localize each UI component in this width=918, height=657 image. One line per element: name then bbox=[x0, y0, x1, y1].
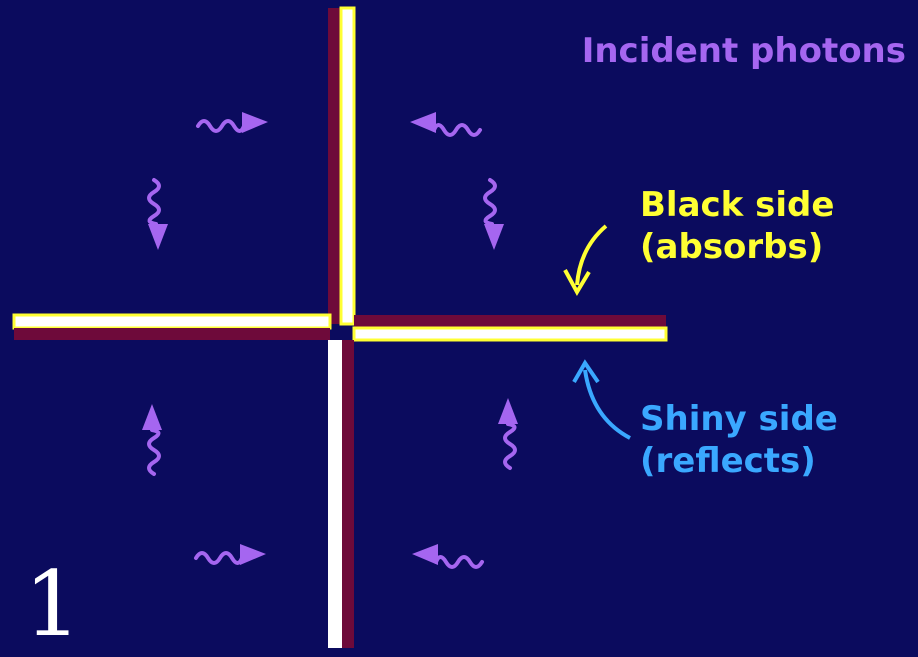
photon-lower-left-up-arrowhead bbox=[142, 404, 162, 430]
photon-upper-left-down-arrowhead bbox=[148, 224, 168, 250]
incident-photons-label: Incident photons bbox=[582, 30, 906, 72]
black-side-line1: Black side bbox=[640, 185, 835, 225]
photon-top-left-right-arrowhead bbox=[242, 112, 268, 133]
photon-bottom-right-left bbox=[412, 544, 484, 569]
photon-upper-right-down bbox=[483, 178, 504, 250]
photon-lower-right-up-arrowhead bbox=[498, 398, 518, 424]
shiny-side-line1: Shiny side bbox=[640, 399, 838, 439]
photon-top-left-right bbox=[196, 112, 268, 133]
photon-top-right-left-arrowhead bbox=[410, 112, 436, 133]
photon-upper-left-down bbox=[147, 178, 168, 250]
black-side-label: Black side (absorbs) bbox=[640, 184, 834, 268]
photon-lower-left-up bbox=[142, 404, 162, 476]
vane-left bbox=[12, 313, 332, 340]
photon-upper-right-down-wave bbox=[483, 178, 497, 226]
photon-bottom-right-left-arrowhead bbox=[412, 544, 438, 565]
black-side-arrow bbox=[563, 224, 608, 297]
photon-bottom-right-left-wave bbox=[434, 555, 484, 569]
vane-right bbox=[352, 315, 668, 342]
photon-lower-right-up bbox=[498, 398, 518, 470]
photon-lower-left-up-wave bbox=[147, 428, 161, 476]
vane-top bbox=[328, 6, 356, 326]
photon-top-right-left bbox=[410, 112, 482, 137]
photon-top-left-right-wave bbox=[196, 119, 246, 133]
shiny-side-label: Shiny side (reflects) bbox=[640, 398, 838, 482]
photon-bottom-left-right bbox=[194, 544, 266, 565]
photon-lower-right-up-wave bbox=[503, 422, 517, 470]
vane-bottom bbox=[328, 340, 354, 648]
slide-number: 1 bbox=[24, 552, 82, 657]
photon-bottom-left-right-wave bbox=[194, 551, 244, 565]
black-side-line2: (absorbs) bbox=[640, 227, 824, 267]
incident-photons-text: Incident photons bbox=[581, 31, 906, 71]
photon-bottom-left-right-arrowhead bbox=[240, 544, 266, 565]
photon-layer bbox=[142, 112, 518, 569]
shiny-side-line2: (reflects) bbox=[640, 441, 816, 481]
photon-upper-left-down-wave bbox=[147, 178, 161, 226]
shiny-side-arrow bbox=[572, 359, 631, 440]
photon-top-right-left-wave bbox=[432, 123, 482, 137]
photon-upper-right-down-arrowhead bbox=[484, 224, 504, 250]
